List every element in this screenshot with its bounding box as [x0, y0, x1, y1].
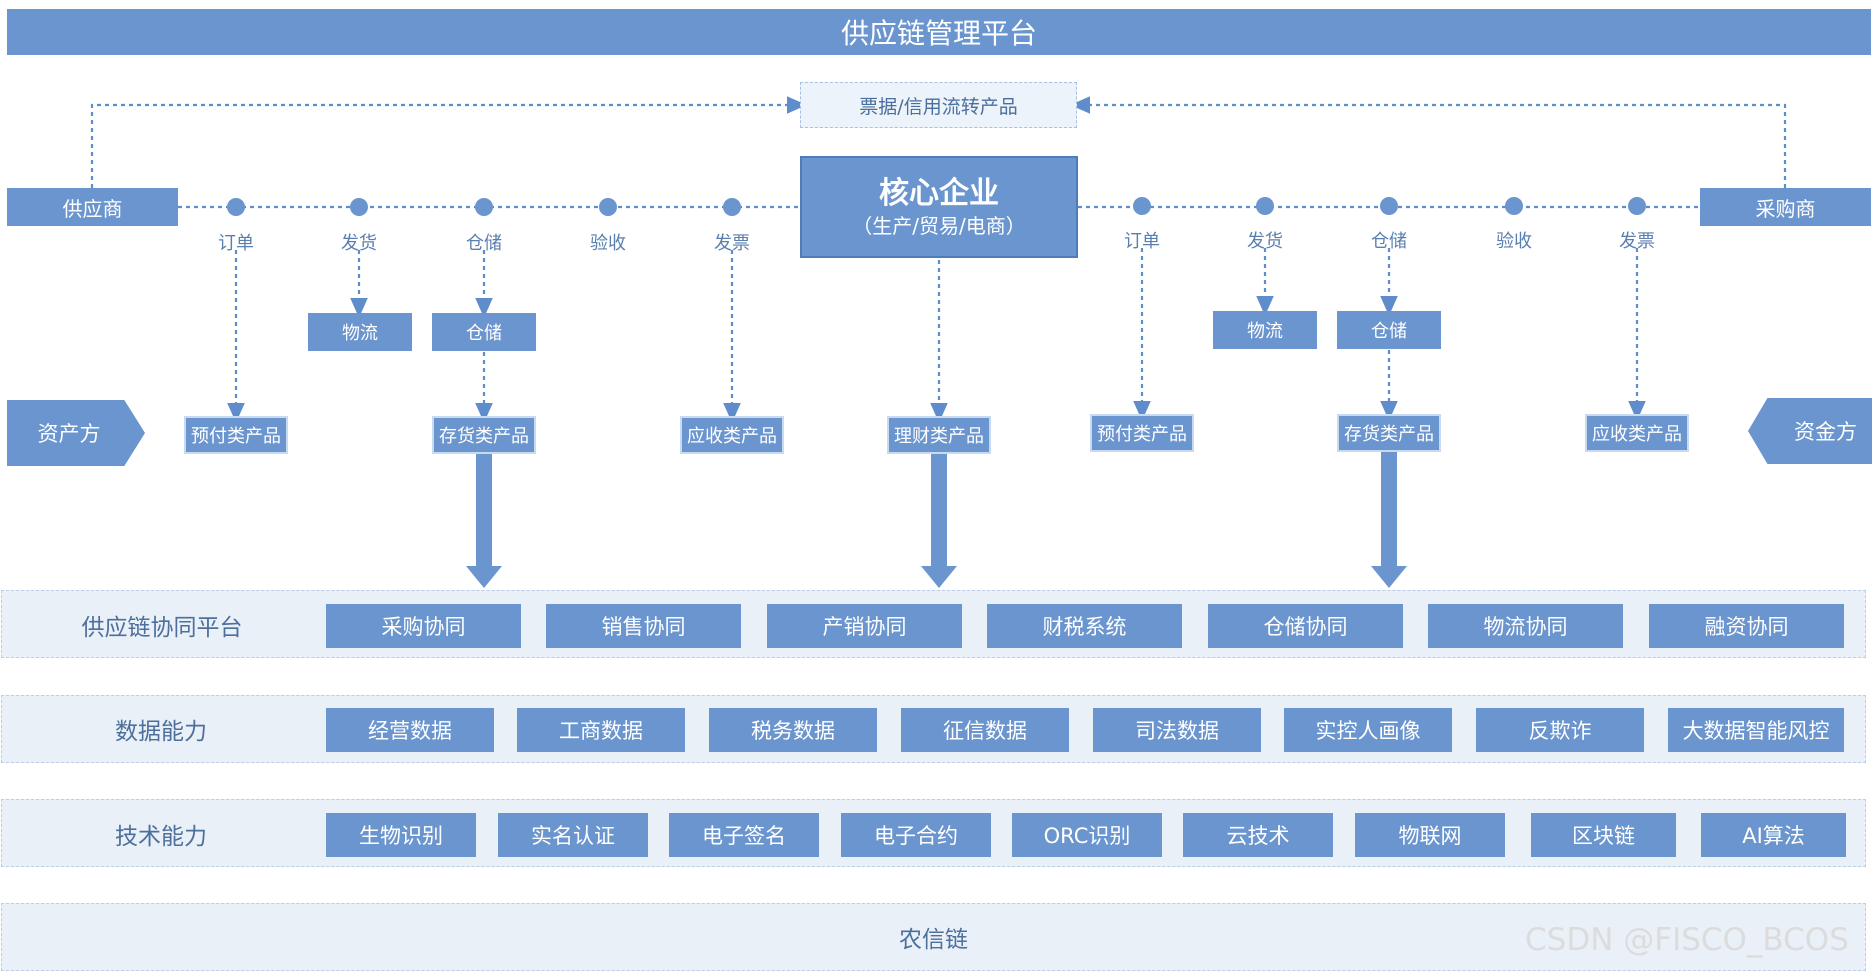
tech-item: 物联网 — [1355, 813, 1505, 857]
data-item: 经营数据 — [326, 708, 494, 752]
core-enterprise-sub: （生产/贸易/电商） — [852, 214, 1026, 238]
left-step-storage: 仓储 — [466, 233, 502, 254]
right-step-storage: 仓储 — [1371, 231, 1407, 252]
right-prepaid-product: 预付类产品 — [1090, 414, 1194, 452]
left-step-acceptance: 验收 — [590, 233, 626, 254]
tech-item: 实名认证 — [498, 813, 648, 857]
tech-item: ORC识别 — [1012, 813, 1162, 857]
left-step-invoice: 发票 — [714, 233, 750, 254]
tech-item: 区块链 — [1531, 813, 1676, 857]
tech-item: 电子合约 — [841, 813, 991, 857]
center-big-arrow — [921, 454, 957, 588]
core-enterprise-box: 核心企业 （生产/贸易/电商） — [800, 156, 1078, 258]
right-step-delivery: 发货 — [1247, 231, 1283, 252]
left-step-order: 订单 — [218, 233, 254, 254]
tech-item: 生物识别 — [326, 813, 476, 857]
left-step-delivery: 发货 — [341, 233, 377, 254]
right-step-acceptance: 验收 — [1496, 231, 1532, 252]
right-big-arrow — [1371, 452, 1407, 588]
supplier-box: 供应商 — [7, 188, 178, 226]
left-storage-box: 仓储 — [432, 313, 536, 351]
buyer-box: 采购商 — [1700, 188, 1871, 226]
base-platform-label: 农信链 — [899, 927, 968, 953]
core-enterprise-name: 核心企业 — [879, 176, 999, 211]
collab-item: 产销协同 — [767, 604, 962, 648]
left-receivable-product: 应收类产品 — [680, 416, 784, 454]
collab-item: 仓储协同 — [1208, 604, 1403, 648]
buyer-to-bill-line — [1070, 96, 1787, 188]
left-inventory-product: 存货类产品 — [432, 416, 536, 454]
collab-item: 销售协同 — [546, 604, 741, 648]
watermark: CSDN @FISCO_BCOS — [1525, 922, 1849, 958]
right-receivable-product: 应收类产品 — [1585, 414, 1689, 452]
base-platform-band: 农信链 — [1, 903, 1866, 971]
supplier-to-bill-line — [90, 96, 807, 188]
data-item: 工商数据 — [517, 708, 685, 752]
left-logistics-box: 物流 — [308, 313, 412, 351]
collab-item: 采购协同 — [326, 604, 521, 648]
right-logistics-box: 物流 — [1213, 311, 1317, 349]
collab-item: 物流协同 — [1428, 604, 1623, 648]
tech-item: 电子签名 — [669, 813, 819, 857]
data-item: 司法数据 — [1093, 708, 1261, 752]
left-big-arrow — [466, 454, 502, 588]
right-inventory-product: 存货类产品 — [1337, 414, 1441, 452]
data-item: 反欺诈 — [1476, 708, 1644, 752]
data-item: 实控人画像 — [1284, 708, 1452, 752]
left-prepaid-product: 预付类产品 — [184, 416, 288, 454]
page-title: 供应链管理平台 — [7, 9, 1871, 55]
data-item: 征信数据 — [901, 708, 1069, 752]
collab-platform-label: 供应链协同平台 — [81, 615, 243, 641]
finance-product: 理财类产品 — [887, 416, 991, 454]
fund-side-arrow: 资金方 — [1748, 398, 1872, 464]
tech-capability-label: 技术能力 — [115, 824, 207, 850]
data-item: 税务数据 — [709, 708, 877, 752]
tech-item: 云技术 — [1183, 813, 1333, 857]
collab-item: 融资协同 — [1649, 604, 1844, 648]
right-step-invoice: 发票 — [1619, 231, 1655, 252]
bill-credit-product: 票据/信用流转产品 — [800, 82, 1077, 128]
tech-item: AI算法 — [1701, 813, 1846, 857]
asset-side-arrow: 资产方 — [7, 400, 145, 466]
right-storage-box: 仓储 — [1337, 311, 1441, 349]
data-capability-label: 数据能力 — [115, 719, 207, 745]
data-item: 大数据智能风控 — [1668, 708, 1844, 752]
right-step-order: 订单 — [1124, 231, 1160, 252]
collab-item: 财税系统 — [987, 604, 1182, 648]
